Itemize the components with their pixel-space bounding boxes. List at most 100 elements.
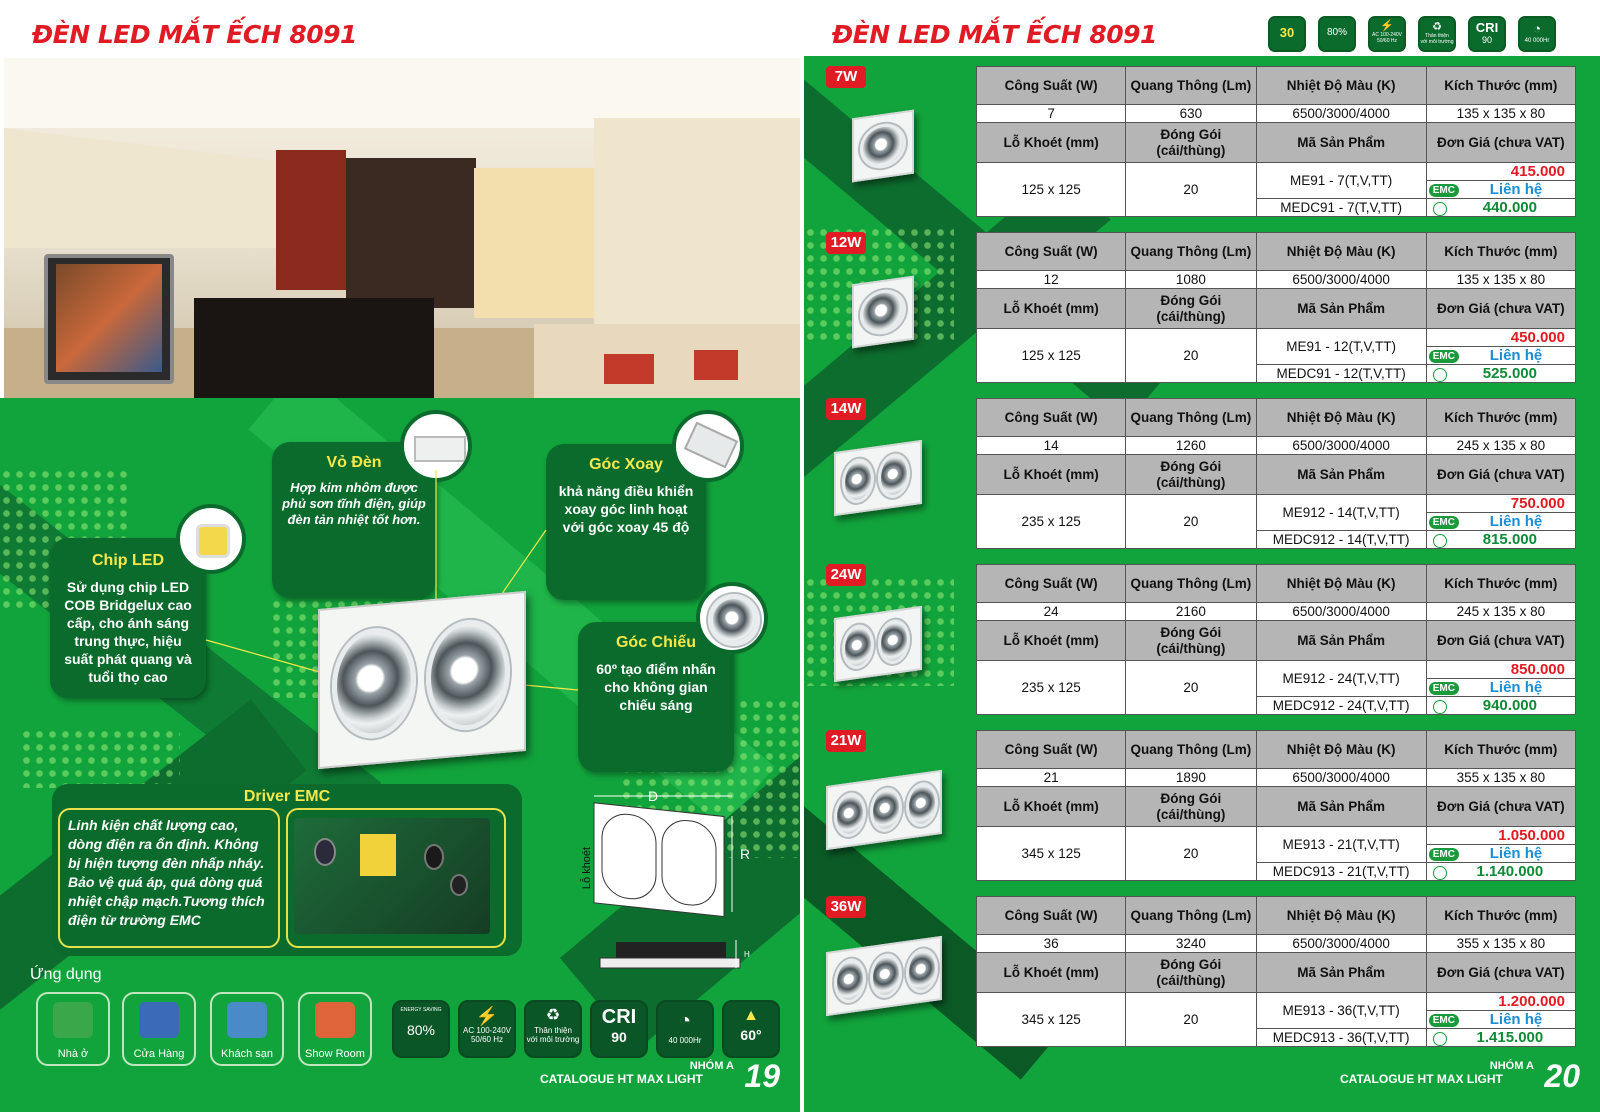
header-ma-sp: Mã Sản Phẩm — [1255, 122, 1427, 163]
wattage-badge: 7W — [826, 66, 866, 88]
app-store: Cửa Hàng — [122, 992, 196, 1066]
contact-value: Liên hệ — [1489, 678, 1543, 696]
wattage-badge: 36W — [826, 896, 866, 918]
header-don-gia: Đơn Giá (chưa VAT) — [1425, 288, 1577, 329]
emc-badge: EMC — [1428, 349, 1459, 363]
header-cong-suat: Công Suất (W) — [975, 232, 1127, 271]
header-cong-suat: Công Suất (W) — [975, 398, 1127, 437]
lifetime-icon: ◔40 000Hr — [1518, 16, 1556, 52]
goc-chieu-image — [696, 582, 768, 654]
lens-icon — [878, 617, 910, 666]
hole-value: 125 x 125 — [975, 162, 1127, 217]
size-value: 135 x 135 x 80 — [1425, 270, 1577, 289]
store-icon — [139, 1002, 179, 1038]
left-page-number: 19 — [744, 1058, 780, 1094]
product-spec-table: Công Suất (W)Quang Thông (Lm)Nhiệt Độ Mà… — [975, 398, 1577, 549]
header-ma-sp: Mã Sản Phẩm — [1255, 288, 1427, 329]
contact-value: Liên hệ — [1489, 180, 1543, 198]
contact-cell: EMC Liên hệ — [1425, 180, 1577, 199]
right-page-number: 20 — [1544, 1058, 1580, 1094]
lens-icon — [906, 946, 938, 995]
price-value: 1.200.000 — [1425, 992, 1577, 1011]
code-value: ME913 - 21(T,V,TT) — [1255, 826, 1427, 863]
power-value: 14 — [975, 436, 1127, 455]
header-quang-thong: Quang Thông (Lm) — [1125, 896, 1257, 935]
header-cong-suat: Công Suất (W) — [975, 730, 1127, 769]
header-ma-sp: Mã Sản Phẩm — [1255, 454, 1427, 495]
lens-icon — [870, 951, 902, 1000]
header-kich-thuoc: Kích Thước (mm) — [1425, 66, 1577, 105]
header-nhiet-do: Nhiệt Độ Màu (K) — [1255, 564, 1427, 603]
chip-led-image — [176, 504, 246, 574]
dc-price-value: 440.000 — [1482, 198, 1537, 216]
lumen-value: 2160 — [1125, 602, 1257, 621]
header-nhiet-do: Nhiệt Độ Màu (K) — [1255, 398, 1427, 437]
header-lo-khoet: Lỗ Khoét (mm) — [975, 952, 1127, 993]
product-spec-table: Công Suất (W)Quang Thông (Lm)Nhiệt Độ Mà… — [975, 66, 1577, 217]
header-nhiet-do: Nhiệt Độ Màu (K) — [1255, 730, 1427, 769]
contact-value: Liên hệ — [1489, 512, 1543, 530]
hole-value: 235 x 125 — [975, 494, 1127, 549]
dimension-hole-label: Lỗ khoét — [581, 846, 594, 890]
lens-icon — [870, 785, 902, 834]
dc-price-cell: 815.000 — [1425, 530, 1577, 549]
goc-xoay-image — [672, 410, 744, 482]
lifetime-icon: ◔40 000Hr — [656, 1000, 714, 1058]
right-page-footer: NHÓM A CATALOGUE HT MAX LIGHT 20 — [1340, 1058, 1580, 1094]
header-dong-goi: Đóng Gói (cái/thùng) — [1125, 786, 1257, 827]
size-value: 245 x 135 x 80 — [1425, 436, 1577, 455]
header-kich-thuoc: Kích Thước (mm) — [1425, 564, 1577, 603]
pack-value: 20 — [1125, 494, 1257, 549]
wattage-badge: 21W — [826, 730, 866, 752]
dc-code-value: MEDC913 - 36(T,V,TT) — [1255, 1028, 1427, 1047]
double-downlight-image — [318, 590, 526, 770]
dc-price-cell: 940.000 — [1425, 696, 1577, 715]
price-value: 850.000 — [1425, 660, 1577, 679]
header-quang-thong: Quang Thông (Lm) — [1125, 730, 1257, 769]
vo-den-body: Hợp kim nhôm được phủ sơn tĩnh điện, giú… — [282, 480, 426, 527]
goc-chieu-body: 60º tạo điểm nhấn cho không gian chiếu s… — [596, 661, 716, 713]
header-lo-khoet: Lỗ Khoét (mm) — [975, 122, 1127, 163]
dimmer-icon — [1432, 865, 1447, 880]
dc-price-value: 940.000 — [1482, 696, 1537, 714]
header-lo-khoet: Lỗ Khoét (mm) — [975, 620, 1127, 661]
driver-pcb-box — [286, 808, 506, 948]
emc-badge: EMC — [1428, 183, 1459, 197]
dimension-r-label: R — [740, 846, 751, 862]
lens-icon — [860, 286, 906, 338]
emc-badge: EMC — [1428, 847, 1459, 861]
chip-led-card: Chip LED Sử dụng chip LED COB Bridgelux … — [50, 538, 206, 698]
header-cong-suat: Công Suất (W) — [975, 564, 1127, 603]
warranty-icon: 30 — [1268, 16, 1306, 52]
header-nhiet-do: Nhiệt Độ Màu (K) — [1255, 896, 1427, 935]
goc-xoay-title: Góc Xoay — [589, 456, 663, 473]
hotel-icon — [227, 1002, 267, 1038]
lens-icon — [878, 451, 910, 500]
hole-value: 125 x 125 — [975, 328, 1127, 383]
lens-icon — [842, 456, 874, 506]
application-heading: Ứng dụng — [30, 966, 102, 983]
header-quang-thong: Quang Thông (Lm) — [1125, 398, 1257, 437]
header-don-gia: Đơn Giá (chưa VAT) — [1425, 454, 1577, 495]
header-ma-sp: Mã Sản Phẩm — [1255, 952, 1427, 993]
price-value: 1.050.000 — [1425, 826, 1577, 845]
header-dong-goi: Đóng Gói (cái/thùng) — [1125, 620, 1257, 661]
wattage-badge: 24W — [826, 564, 866, 586]
dc-price-cell: 1.415.000 — [1425, 1028, 1577, 1047]
dc-price-value: 1.415.000 — [1476, 1028, 1544, 1046]
cct-value: 6500/3000/4000 — [1255, 602, 1427, 621]
goc-chieu-title: Góc Chiếu — [615, 634, 696, 651]
price-value: 750.000 — [1425, 494, 1577, 513]
hole-value: 235 x 125 — [975, 660, 1127, 715]
dimmer-icon — [1432, 699, 1447, 714]
header-ma-sp: Mã Sản Phẩm — [1255, 620, 1427, 661]
code-value: ME913 - 36(T,V,TT) — [1255, 992, 1427, 1029]
header-kich-thuoc: Kích Thước (mm) — [1425, 398, 1577, 437]
cct-value: 6500/3000/4000 — [1255, 270, 1427, 289]
